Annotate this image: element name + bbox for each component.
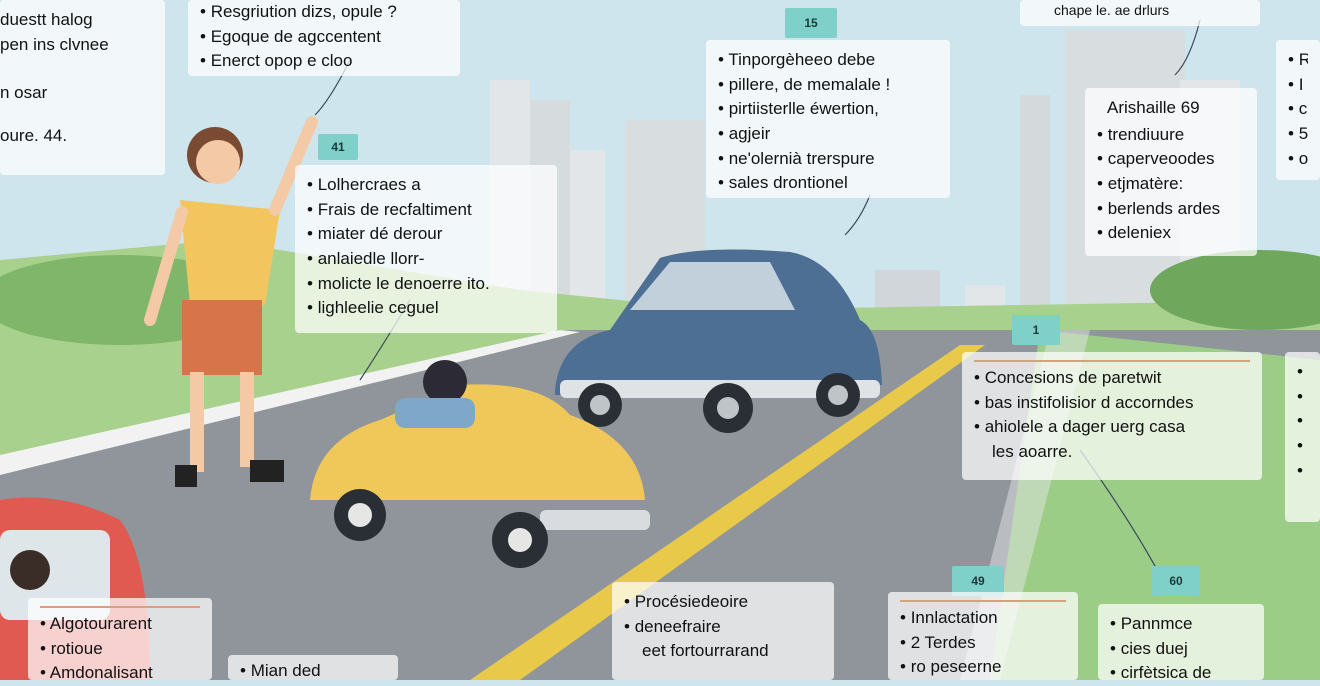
bullet-item: pillere, de memalale ! xyxy=(718,73,938,98)
number-tag: 60 xyxy=(1152,566,1200,596)
number-tag: 15 xyxy=(785,8,837,38)
textbox-bottom-center: Mian ded xyxy=(228,655,398,680)
bullet-item: Resgriution dizs, opule ? xyxy=(200,0,448,25)
bullet-item: Innlactation xyxy=(900,606,1066,631)
bullet-item: Enerct opop e cloo xyxy=(200,49,448,74)
bullet-item: deleniex xyxy=(1097,221,1245,246)
bullet-item: Concesions de paretwit xyxy=(974,366,1250,391)
text-line: n osar xyxy=(0,83,48,103)
text-line: les aoarre. xyxy=(992,441,1073,461)
bullet-item: trendiuure xyxy=(1097,123,1245,148)
number-tag: 1 xyxy=(1012,315,1060,345)
bullet-item: lighleelie ceguel xyxy=(307,296,545,321)
bullet-item: Amdonalisant xyxy=(40,661,200,686)
bullet-item: R xyxy=(1288,48,1308,73)
bullet-item: Lolhercraes a xyxy=(307,173,545,198)
bullet-item: Pannmce xyxy=(1110,612,1252,637)
bullet-item: ahiolele a dager uerg casa xyxy=(974,415,1250,440)
bullet-item: O xyxy=(1297,360,1309,385)
bullet-item: etjmatère: xyxy=(1097,172,1245,197)
bullet-item: cies duej xyxy=(1110,637,1252,662)
bullet-item: agjeir xyxy=(718,122,938,147)
textbox-top-left: duestt halog pen ins clvnee n osar oure.… xyxy=(0,0,165,175)
textbox-bottom-left: Algotourarent rotioue Amdonalisant xyxy=(28,598,212,682)
textbox-process: Procésiedeoire deneefraire eet fortourra… xyxy=(612,582,834,680)
bullet-item: miater dé derour xyxy=(307,222,545,247)
box-heading: Arishaille 69 xyxy=(1107,98,1200,117)
bullet-item: ro peseerne xyxy=(900,655,1066,680)
bullet-item: 5 xyxy=(1288,122,1308,147)
text-line: eet fortourrarand xyxy=(642,641,769,661)
textbox-mid: Lolhercraes a Frais de recfaltiment miat… xyxy=(295,165,557,333)
text-line: pen ins clvnee xyxy=(0,34,109,54)
textbox-bottom-2: Pannmce cies duej cirfètsica de xyxy=(1098,604,1264,682)
bullet-item: caperveoodes xyxy=(1097,147,1245,172)
bullet-item: Egoque de agccentent xyxy=(200,25,448,50)
textbox-top: Resgriution dizs, opule ? Egoque de agcc… xyxy=(188,0,460,76)
bushes-right xyxy=(1150,250,1320,330)
bullet-item: pirtiisterlle éwertion, xyxy=(718,97,938,122)
textbox-top-right: chape le. ae drlurs xyxy=(1020,0,1260,26)
bullet-item: P xyxy=(1297,409,1309,434)
textbox-concessions: Concesions de paretwit bas instifolisior… xyxy=(962,352,1262,480)
bullet-item: sales drontionel xyxy=(718,171,938,196)
blue-car xyxy=(555,249,882,433)
textbox-far-right: R I c 5 o xyxy=(1276,40,1320,180)
bullet-item: ne'olernià trerspure xyxy=(718,147,938,172)
number-tag: 41 xyxy=(318,134,358,160)
bullet-item: anlaiedle llorr- xyxy=(307,247,545,272)
textbox-far-right-2: O S P P E xyxy=(1285,352,1320,522)
bullet-item: S xyxy=(1297,385,1309,410)
bullet-item: E xyxy=(1297,459,1309,484)
bullet-item: cirfètsica de xyxy=(1110,661,1252,686)
bullet-item: molicte le denoerre ito. xyxy=(307,272,545,297)
text-line: duestt halog xyxy=(0,10,93,29)
text-line: chape le. ae drlurs xyxy=(1054,2,1170,18)
bullet-item: Mian ded xyxy=(240,659,386,684)
textbox-center: Tinporgèheeo debe pillere, de memalale !… xyxy=(706,40,950,198)
bullet-item: berlends ardes xyxy=(1097,197,1245,222)
yellow-car xyxy=(310,360,650,568)
textbox-right: Arishaille 69 trendiuure caperveoodes et… xyxy=(1085,88,1257,256)
box-rule xyxy=(974,360,1250,362)
textbox-bottom-1: Innlactation 2 Terdes ro peseerne xyxy=(888,592,1078,680)
bullet-item: Algotourarent xyxy=(40,612,200,637)
bullet-item: 2 Terdes xyxy=(900,631,1066,656)
bullet-item: Frais de recfaltiment xyxy=(307,198,545,223)
bullet-item: o xyxy=(1288,147,1308,172)
box-rule xyxy=(900,600,1066,602)
center-line xyxy=(470,345,985,680)
text-line: oure. 44. xyxy=(0,125,68,145)
box-rule xyxy=(40,606,200,608)
bullet-item: Procésiedeoire xyxy=(624,590,822,615)
bullet-item: P xyxy=(1297,434,1309,459)
bullet-item: deneefraire xyxy=(624,615,822,640)
bullet-item: rotioue xyxy=(40,637,200,662)
woman-figure xyxy=(144,116,318,487)
number-tag: 49 xyxy=(952,566,1004,596)
bullet-item: I xyxy=(1288,73,1308,98)
bullet-item: Tinporgèheeo debe xyxy=(718,48,938,73)
bullet-item: bas instifolisior d accorndes xyxy=(974,391,1250,416)
bullet-item: c xyxy=(1288,97,1308,122)
